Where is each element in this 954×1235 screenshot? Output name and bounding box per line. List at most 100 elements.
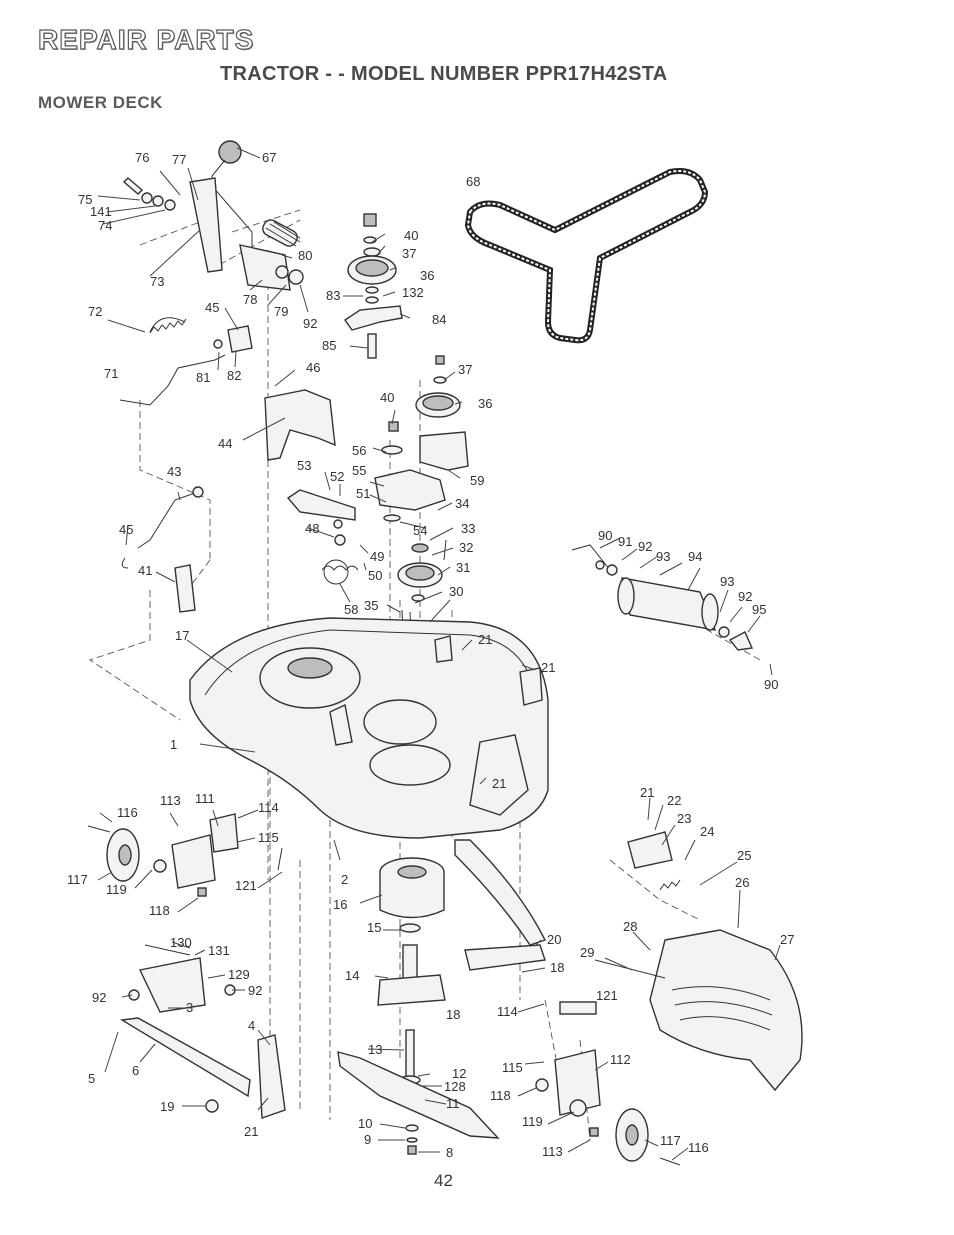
center-pulley-stack [397, 539, 447, 653]
callout: 40 [380, 390, 394, 405]
callout: 117 [660, 1133, 681, 1148]
callout: 92 [248, 983, 262, 998]
callout: 43 [167, 464, 181, 479]
callout: 73 [150, 274, 164, 289]
callout: 23 [677, 811, 691, 826]
callout: 41 [138, 563, 152, 578]
page-number: 42 [434, 1171, 453, 1190]
callout: 121 [235, 878, 257, 893]
discharge-chute [594, 831, 803, 1092]
callout: 93 [720, 574, 734, 589]
callout: 119 [106, 882, 127, 897]
callout: 27 [780, 932, 794, 947]
callout: 75 [78, 192, 92, 207]
callout: 20 [547, 932, 561, 947]
callout: 13 [368, 1042, 382, 1057]
callout: 78 [243, 292, 257, 307]
callout: 72 [88, 304, 102, 319]
right-gauge-wheel-assembly [535, 1001, 681, 1166]
idler-pulley-upper [344, 213, 403, 359]
callout: 128 [444, 1079, 466, 1094]
callout: 18 [550, 960, 564, 975]
callout: 40 [404, 228, 418, 243]
callout: 16 [333, 897, 347, 912]
callout: 32 [459, 540, 473, 555]
callout: 21 [640, 785, 654, 800]
blade-spindle-assembly [337, 857, 500, 1155]
callout: 91 [618, 534, 632, 549]
callout: 83 [326, 288, 340, 303]
callout: 8 [446, 1145, 453, 1160]
callout: 33 [461, 521, 475, 536]
callout: 46 [306, 360, 320, 375]
callout: 24 [700, 824, 714, 839]
callout: 77 [172, 152, 186, 167]
callout: 19 [160, 1099, 174, 1114]
callout: 48 [305, 521, 319, 536]
callout: 21 [244, 1124, 258, 1139]
callout: 49 [370, 549, 384, 564]
callout: 37 [458, 362, 472, 377]
callout: 15 [367, 920, 381, 935]
callout: 116 [117, 805, 138, 820]
idler-arm-assembly [286, 469, 446, 585]
callout: 36 [420, 268, 434, 283]
callout: 112 [610, 1052, 631, 1067]
lift-lever-assembly [122, 140, 304, 291]
page-title: REPAIR PARTS [37, 23, 255, 55]
callout: 121 [596, 988, 618, 1003]
callout: 85 [322, 338, 336, 353]
deck-hanger-bracket [264, 389, 336, 461]
callout: 35 [364, 598, 378, 613]
callout: 36 [478, 396, 492, 411]
callout: 54 [413, 523, 427, 538]
callout: 68 [466, 174, 480, 189]
callout: 80 [298, 248, 312, 263]
callout: 58 [344, 602, 358, 617]
drive-belt [464, 168, 709, 344]
callout: 132 [402, 285, 424, 300]
callout: 82 [227, 368, 241, 383]
callout: 3 [186, 1000, 193, 1015]
left-gauge-wheel-assembly [87, 813, 283, 897]
callout: 95 [752, 602, 766, 617]
callout: 1 [170, 737, 177, 752]
callout: 67 [262, 150, 276, 165]
callout: 51 [356, 486, 370, 501]
callout: 21 [478, 632, 492, 647]
callout: 115 [258, 830, 279, 845]
callout: 141 [90, 204, 112, 219]
mower-deck-housing [189, 617, 549, 839]
callout: 92 [638, 539, 652, 554]
callout: 118 [149, 903, 170, 918]
callout: 81 [196, 370, 210, 385]
callout: 31 [456, 560, 470, 575]
idler-pulley-lower [381, 355, 469, 471]
callout: 29 [580, 945, 594, 960]
lift-spring [149, 317, 187, 334]
callout: 113 [160, 793, 181, 808]
part-callouts: 76 77 67 75 141 74 73 80 78 79 92 68 40 … [67, 150, 794, 1160]
callout: 26 [735, 875, 749, 890]
callout: 5 [88, 1071, 95, 1086]
callout: 59 [470, 473, 484, 488]
callout: 37 [402, 246, 416, 261]
callout: 116 [688, 1140, 709, 1155]
callout: 11 [446, 1096, 460, 1111]
callout: 44 [218, 436, 232, 451]
callout: 55 [352, 463, 366, 478]
callout: 92 [303, 316, 317, 331]
callout: 129 [228, 967, 250, 982]
callout: 114 [258, 800, 279, 815]
callout: 14 [345, 968, 359, 983]
callout: 84 [432, 312, 446, 327]
callout: 34 [455, 496, 469, 511]
callout: 131 [208, 943, 230, 958]
callout: 45 [119, 522, 133, 537]
callout: 118 [490, 1088, 511, 1103]
callout: 113 [542, 1144, 563, 1159]
callout: 28 [623, 919, 637, 934]
callout: 21 [492, 776, 506, 791]
callout: 92 [92, 990, 106, 1005]
